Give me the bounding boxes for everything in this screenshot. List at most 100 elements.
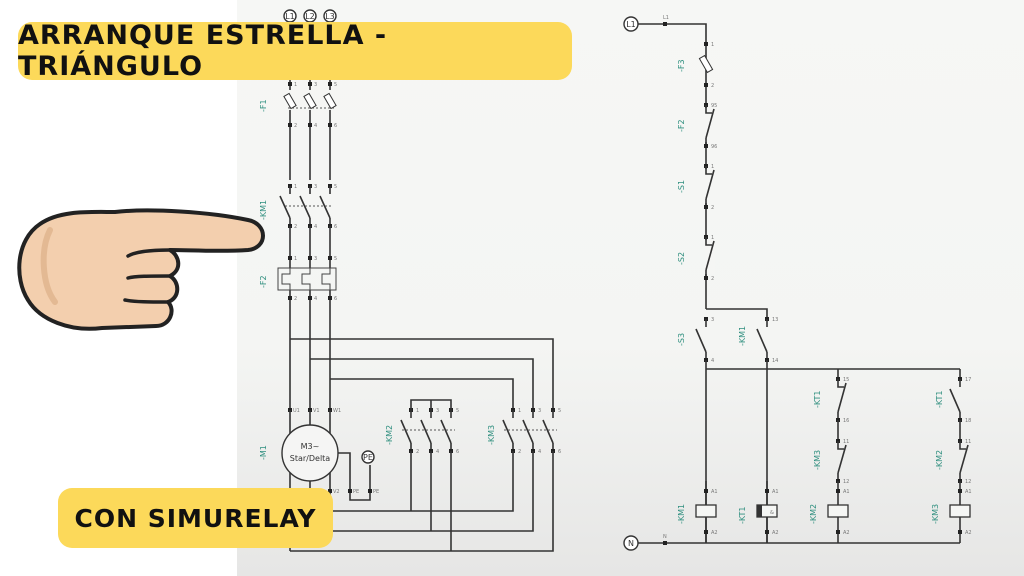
label-f2: -F2 xyxy=(259,275,268,288)
terminal-dot xyxy=(704,144,708,148)
terminal-dot xyxy=(328,123,332,127)
label-f2-ctrl: -F2 xyxy=(677,119,686,132)
fuse-icon xyxy=(323,92,337,110)
label: 12 xyxy=(965,479,971,485)
coil-label: -KM2 xyxy=(809,504,818,524)
label: 2 xyxy=(416,449,419,455)
wire xyxy=(959,441,966,450)
label: U1 xyxy=(293,408,300,414)
label-s1: -S1 xyxy=(677,180,686,193)
label-f1: -F1 xyxy=(259,99,268,112)
label: 2 xyxy=(711,83,714,89)
terminal-dot xyxy=(368,489,372,493)
subtitle-banner: CON SIMURELAY xyxy=(58,488,333,548)
label: V1 xyxy=(313,408,320,414)
terminal-dot xyxy=(765,489,769,493)
coil-label: -KM1 xyxy=(677,504,686,524)
coil-symbol xyxy=(827,504,849,518)
label-km3: -KM3 xyxy=(487,425,496,445)
terminal-dot xyxy=(765,530,769,534)
wire xyxy=(400,419,412,444)
wire xyxy=(522,419,534,444)
terminal-dot xyxy=(328,82,332,86)
terminal-dot xyxy=(704,42,708,46)
label: A1 xyxy=(843,489,850,495)
label: 2 xyxy=(294,296,297,302)
label: 5 xyxy=(334,82,337,88)
label: 12 xyxy=(843,479,849,485)
label: PE xyxy=(353,489,359,495)
wire xyxy=(440,419,452,444)
label: W1 xyxy=(333,408,341,414)
wire xyxy=(310,451,534,532)
label: L1 xyxy=(663,15,669,21)
label-s3: -S3 xyxy=(677,333,686,346)
motor-connection: Star/Delta xyxy=(290,454,331,463)
label: 5 xyxy=(456,408,459,414)
coil-symbol xyxy=(949,504,971,518)
label: 15 xyxy=(843,377,849,383)
wire xyxy=(706,308,768,319)
terminal-dot xyxy=(348,489,352,493)
label: 14 xyxy=(772,358,778,364)
label: 3 xyxy=(436,408,439,414)
overload-element xyxy=(301,268,311,290)
wire xyxy=(299,195,311,219)
terminal-dot xyxy=(328,256,332,260)
pe-symbol xyxy=(361,450,375,464)
supply-l1-label: L1 xyxy=(285,12,295,21)
wire xyxy=(319,195,331,219)
terminal-dot xyxy=(308,296,312,300)
terminal-dot xyxy=(288,296,292,300)
wire xyxy=(705,108,715,139)
label: 3 xyxy=(314,256,317,262)
label: 1 xyxy=(294,184,297,190)
wire xyxy=(837,379,844,388)
coil-symbol xyxy=(695,504,717,518)
label: A2 xyxy=(965,530,972,536)
wire xyxy=(638,23,707,309)
terminal-dot xyxy=(308,123,312,127)
wire xyxy=(330,378,514,410)
label-m1: -M1 xyxy=(259,445,268,460)
wire xyxy=(949,388,961,413)
terminal-dot xyxy=(308,82,312,86)
motor-type: M3~ xyxy=(301,442,320,451)
wire xyxy=(695,328,707,353)
label: 4 xyxy=(314,123,317,129)
label: 6 xyxy=(334,296,337,302)
terminal-dot xyxy=(328,296,332,300)
label: 11 xyxy=(843,439,849,445)
terminal-dot xyxy=(704,205,708,209)
label: 16 xyxy=(843,418,849,424)
diagram-background xyxy=(237,0,1024,576)
label-km2: -KM2 xyxy=(385,425,394,445)
label: 6 xyxy=(334,224,337,230)
label: 6 xyxy=(334,123,337,129)
motor-symbol xyxy=(281,424,339,482)
label: 3 xyxy=(538,408,541,414)
label: 4 xyxy=(711,358,714,364)
label: 4 xyxy=(436,449,439,455)
wire xyxy=(705,169,715,200)
terminal-dot xyxy=(328,489,332,493)
label: 2 xyxy=(518,449,521,455)
label: PE xyxy=(373,489,379,495)
wire xyxy=(837,382,847,413)
label: N xyxy=(663,534,667,540)
label: 6 xyxy=(558,449,561,455)
title-banner: ARRANQUE ESTRELLA - TRIÁNGULO xyxy=(18,20,572,82)
terminal-dot xyxy=(663,541,667,545)
wire xyxy=(705,105,712,114)
label: 13 xyxy=(772,317,778,323)
label-km1-aux: -KM1 xyxy=(738,326,747,346)
wire xyxy=(502,419,514,444)
wire xyxy=(542,419,554,444)
label: 1 xyxy=(518,408,521,414)
label: 18 xyxy=(965,418,971,424)
wire xyxy=(420,419,432,444)
terminal-dot xyxy=(288,256,292,260)
label: 2 xyxy=(711,205,714,211)
wire xyxy=(290,338,554,410)
